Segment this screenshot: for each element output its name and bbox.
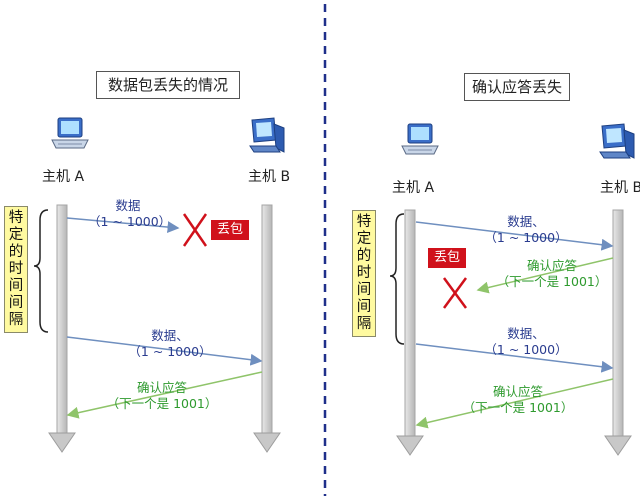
data-arrow-lost bbox=[66, 217, 180, 234]
packet-loss-panel: 数据包丢失的情况 主机 A 主机 B 特 定 的 时 间 间 隔 数据 （1 ~… bbox=[4, 71, 291, 411]
message-label: 数据、 （1 ~ 1000） bbox=[484, 214, 568, 245]
ack-loss-panel: 确认应答丢失 主机 A 主机 B 特 定 的 时 间 间 隔 数据、 （1 ~ … bbox=[328, 0, 640, 496]
packet-lost-tag: 丢包 bbox=[211, 220, 249, 240]
host-b-computer-icon bbox=[599, 123, 635, 159]
host-b-label: 主机 B bbox=[600, 180, 640, 196]
host-a-computer-icon bbox=[401, 123, 439, 155]
interval-label: 特 定 的 时 间 间 隔 bbox=[352, 210, 376, 337]
interval-brace bbox=[389, 213, 405, 345]
ack-arrow bbox=[415, 378, 614, 429]
interval-brace bbox=[33, 209, 49, 333]
message-label: 数据、 （1 ~ 1000） bbox=[128, 328, 212, 359]
ack-lost-tag: 丢包 bbox=[428, 248, 466, 268]
data-arrow-resend bbox=[415, 343, 614, 373]
message-label: 数据、 （1 ~ 1000） bbox=[484, 326, 568, 357]
host-b-computer-icon bbox=[249, 117, 285, 153]
loss-cross-icon bbox=[182, 213, 208, 247]
panel-title: 确认应答丢失 bbox=[464, 73, 570, 101]
host-a-timeline bbox=[48, 204, 76, 453]
host-b-timeline bbox=[253, 204, 281, 453]
host-a-label: 主机 A bbox=[42, 169, 85, 185]
interval-label: 特 定 的 时 间 间 隔 bbox=[4, 206, 28, 333]
ack-arrow bbox=[66, 371, 263, 419]
host-b-timeline bbox=[604, 209, 632, 456]
data-arrow-delivered bbox=[415, 221, 614, 251]
ack-label: 确认应答 （下一个是 1001） bbox=[462, 384, 574, 415]
host-b-label: 主机 B bbox=[248, 169, 291, 185]
host-a-computer-icon bbox=[51, 117, 89, 149]
data-arrow-resend bbox=[66, 336, 263, 366]
host-a-timeline bbox=[396, 209, 424, 456]
panel-title: 数据包丢失的情况 bbox=[96, 71, 240, 99]
host-a-label: 主机 A bbox=[392, 180, 435, 196]
ack-label: 确认应答 （下一个是 1001） bbox=[496, 258, 608, 289]
message-label: 数据 （1 ~ 1000） bbox=[88, 198, 172, 229]
ack-label: 确认应答 （下一个是 1001） bbox=[106, 380, 218, 411]
loss-cross-icon bbox=[442, 277, 468, 309]
ack-arrow-lost bbox=[476, 257, 614, 294]
